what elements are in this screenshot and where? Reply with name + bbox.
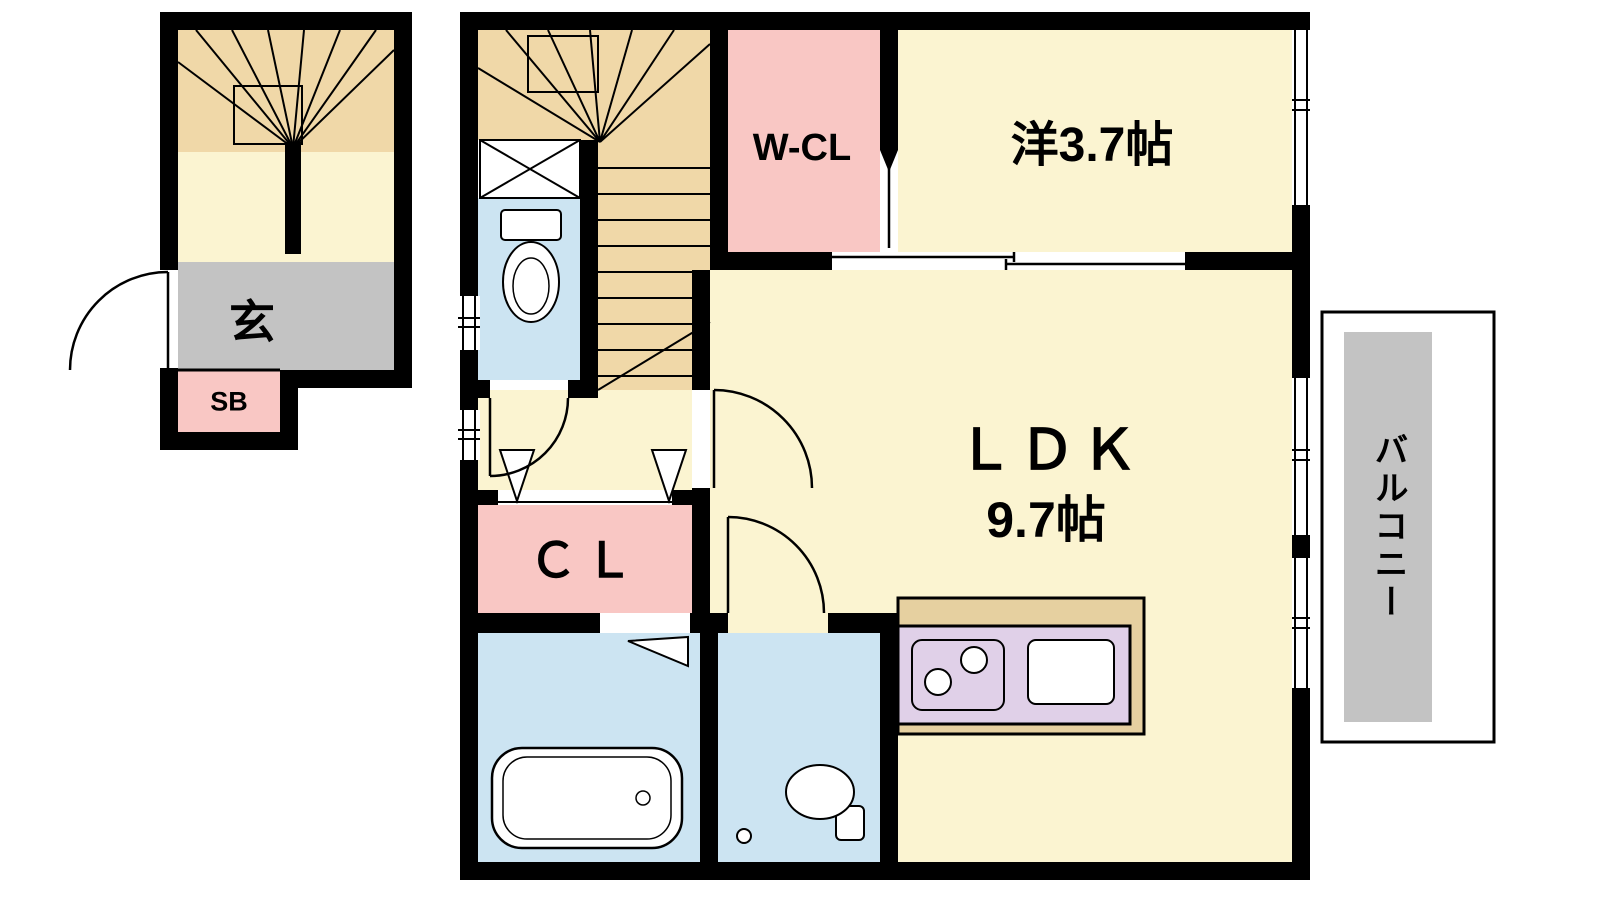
stairs-icon-1f: [177, 29, 395, 149]
bathtub-icon: [490, 746, 684, 850]
room-stairs-2f-run: [598, 140, 710, 390]
room-closet: [478, 505, 692, 613]
stairs-icon-2f: [477, 29, 711, 391]
label-western-room: 洋3.7帖: [1010, 119, 1174, 172]
closet-door-icon: [498, 449, 688, 505]
label-shoe-box: SB: [210, 386, 248, 417]
balcony-floor: [1344, 332, 1432, 722]
kitchen-counter: [896, 596, 1146, 736]
washroom-door-arc-icon: [726, 515, 826, 614]
toilet-icon: [500, 209, 562, 323]
wcl-door-icon: [880, 150, 898, 248]
ldk-door-arc-icon: [712, 388, 814, 489]
bathroom-door-icon: [627, 635, 689, 668]
label-ldk-size: 9.7帖: [986, 492, 1106, 548]
room-walk-in-closet: [728, 30, 880, 252]
main-unit-walls: [460, 12, 1310, 880]
room-shoe-box: [178, 370, 280, 432]
main-unit: [458, 12, 1310, 880]
sliding-partition-icon: [832, 252, 1185, 270]
window-icons-right: [1292, 22, 1310, 688]
kitchen-sink-icon: [1027, 639, 1115, 705]
entrance-door-arc-icon: [68, 270, 170, 371]
label-balcony: バルコニー: [1369, 432, 1407, 622]
room-western: [898, 30, 1292, 252]
entrance-unit-walls: [160, 12, 412, 450]
balcony: [1320, 310, 1496, 744]
label-closet: ＣＬ: [528, 535, 642, 588]
toilet-door-arc-icon: [488, 397, 570, 478]
stove-icon: [911, 639, 1005, 711]
vent-icons-left: [458, 296, 480, 460]
washbasin-icon: [736, 764, 865, 844]
label-ldk-name: ＬＤＫ: [957, 418, 1143, 481]
label-walk-in-closet: W-CL: [752, 127, 852, 169]
label-entrance: 玄: [229, 296, 275, 348]
pipe-space-icon: [479, 139, 581, 199]
entrance-unit: [68, 12, 412, 450]
room-entrance-floor: [178, 262, 394, 370]
